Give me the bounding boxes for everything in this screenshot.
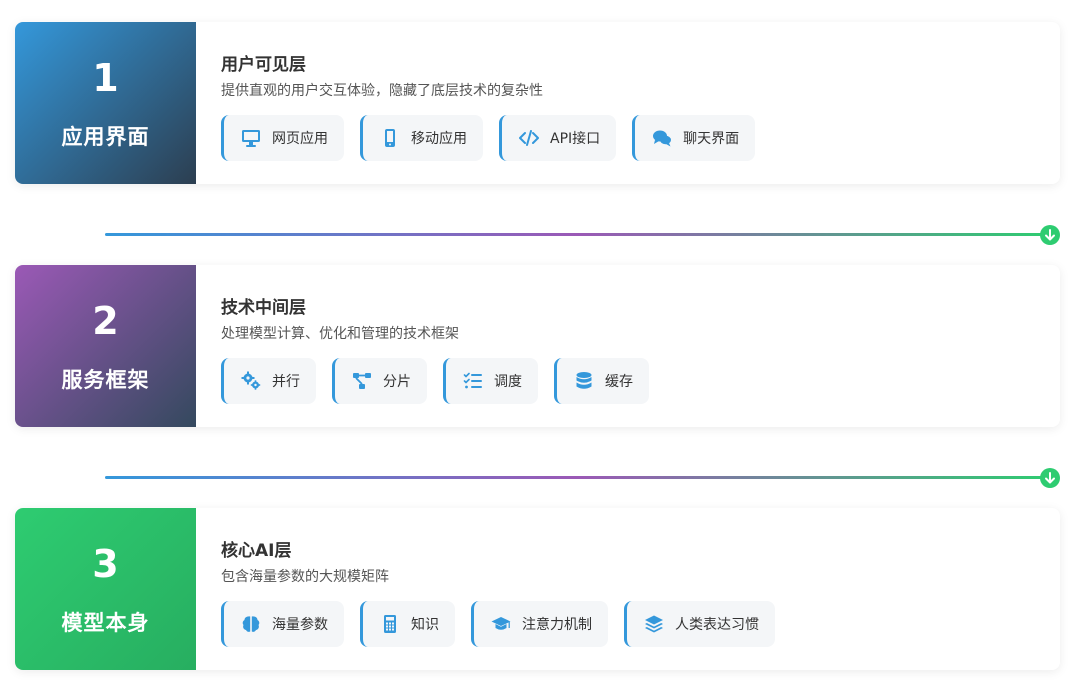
layer-content: 技术中间层 处理模型计算、优化和管理的技术框架 并行 分片 调度 (196, 265, 1060, 427)
brain-icon (240, 613, 262, 635)
tag-mobile-app: 移动应用 (360, 115, 483, 161)
layer-name: 服务框架 (61, 368, 150, 392)
layer-badge: 1 应用界面 (15, 22, 196, 184)
tag-list: 并行 分片 调度 缓存 (221, 358, 1060, 404)
nodes-icon (351, 370, 373, 392)
tag-knowledge: 知识 (360, 601, 455, 647)
tag-scheduling: 调度 (443, 358, 538, 404)
layer-badge: 3 模型本身 (15, 508, 196, 670)
code-icon (518, 127, 540, 149)
desktop-icon (240, 127, 262, 149)
tag-chat: 聊天界面 (632, 115, 756, 161)
tag-label: 调度 (494, 374, 522, 390)
tag-label: 海量参数 (272, 617, 328, 633)
layer-title: 技术中间层 (221, 298, 306, 318)
tag-label: API接口 (550, 131, 601, 147)
tag-sharding: 分片 (332, 358, 427, 404)
layers-icon (643, 613, 665, 635)
layer-description: 包含海量参数的大规模矩阵 (221, 569, 389, 585)
chat-icon (651, 127, 673, 149)
layer-card-2: 2 服务框架 技术中间层 处理模型计算、优化和管理的技术框架 并行 分片 (15, 265, 1060, 427)
tag-web-app: 网页应用 (221, 115, 344, 161)
tag-label: 网页应用 (272, 131, 328, 147)
tag-api: API接口 (499, 115, 617, 161)
layer-card-1: 1 应用界面 用户可见层 提供直观的用户交互体验，隐藏了底层技术的复杂性 网页应… (15, 22, 1060, 184)
tag-parallel: 并行 (221, 358, 316, 404)
layer-content: 用户可见层 提供直观的用户交互体验，隐藏了底层技术的复杂性 网页应用 移动应用 … (196, 22, 1060, 184)
tag-label: 聊天界面 (683, 131, 740, 147)
tag-cache: 缓存 (554, 358, 649, 404)
connector-line-2 (105, 467, 1060, 488)
layer-number: 2 (92, 299, 119, 343)
gradient-line (105, 476, 1050, 479)
arrow-down-icon (1040, 467, 1060, 488)
gears-icon (240, 370, 262, 392)
arrow-down-icon (1040, 224, 1060, 245)
calculator-icon (379, 613, 401, 635)
layer-name: 模型本身 (61, 611, 150, 635)
tag-label: 人类表达习惯 (675, 617, 759, 633)
tag-parameters: 海量参数 (221, 601, 344, 647)
graduation-cap-icon (490, 613, 512, 635)
gradient-line (105, 233, 1050, 236)
connector-line-1 (105, 224, 1060, 245)
tag-label: 缓存 (605, 374, 633, 390)
task-list-icon (462, 370, 484, 392)
layer-badge: 2 服务框架 (15, 265, 196, 427)
tag-list: 海量参数 知识 注意力机制 人类表达习惯 (221, 601, 1060, 647)
layer-title: 用户可见层 (221, 55, 306, 75)
layer-card-3: 3 模型本身 核心AI层 包含海量参数的大规模矩阵 海量参数 知识 (15, 508, 1060, 670)
tag-label: 注意力机制 (522, 617, 592, 633)
tag-list: 网页应用 移动应用 API接口 聊天界面 (221, 115, 1060, 161)
tag-label: 并行 (272, 374, 300, 390)
tag-label: 移动应用 (411, 131, 467, 147)
database-icon (573, 370, 595, 392)
layer-name: 应用界面 (61, 125, 150, 149)
tag-label: 分片 (383, 374, 411, 390)
tag-human-expression: 人类表达习惯 (624, 601, 775, 647)
mobile-icon (379, 127, 401, 149)
layer-content: 核心AI层 包含海量参数的大规模矩阵 海量参数 知识 注意力机制 (196, 508, 1060, 670)
tag-label: 知识 (411, 617, 439, 633)
layer-description: 处理模型计算、优化和管理的技术框架 (221, 326, 459, 342)
tag-attention: 注意力机制 (471, 601, 608, 647)
layer-number: 1 (92, 56, 119, 100)
layer-description: 提供直观的用户交互体验，隐藏了底层技术的复杂性 (221, 83, 543, 99)
layer-title: 核心AI层 (221, 541, 292, 561)
layer-number: 3 (92, 542, 119, 586)
